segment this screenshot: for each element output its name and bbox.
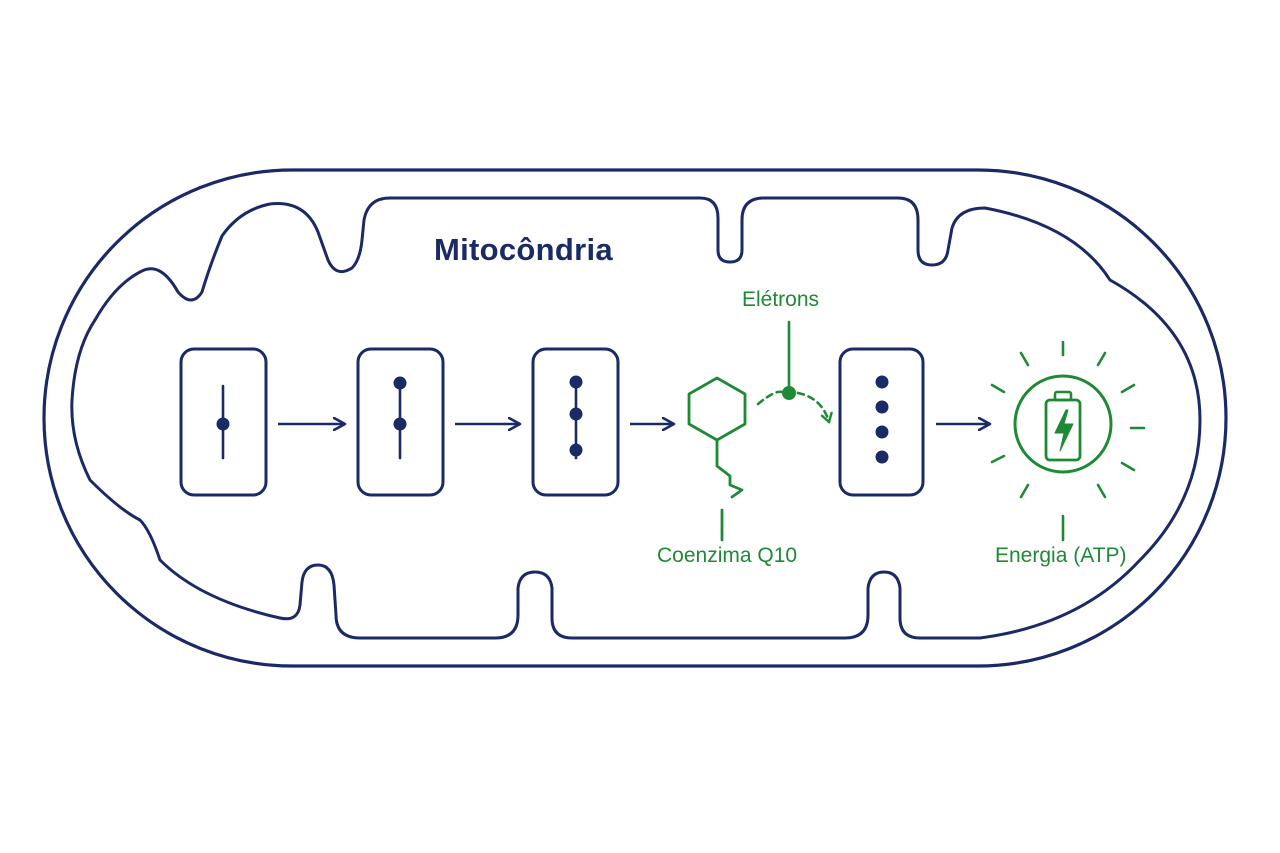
complex-2 — [356, 347, 445, 497]
outer-membrane — [42, 168, 1228, 668]
coenzyme-label: Coenzima Q10 — [657, 544, 798, 567]
diagram-title: Mitocôndria — [434, 232, 613, 267]
electron-dot — [782, 386, 796, 400]
hexagon-molecule-icon — [687, 376, 747, 542]
complex-3 — [531, 347, 620, 497]
complex-1 — [179, 347, 268, 497]
electrons-label: Elétrons — [742, 288, 820, 311]
battery-bolt-icon — [990, 340, 1146, 542]
electron-path — [756, 320, 833, 424]
energy-label: Energia (ATP) — [995, 544, 1127, 567]
complex-4 — [838, 347, 925, 497]
inner-membrane — [70, 196, 1202, 640]
